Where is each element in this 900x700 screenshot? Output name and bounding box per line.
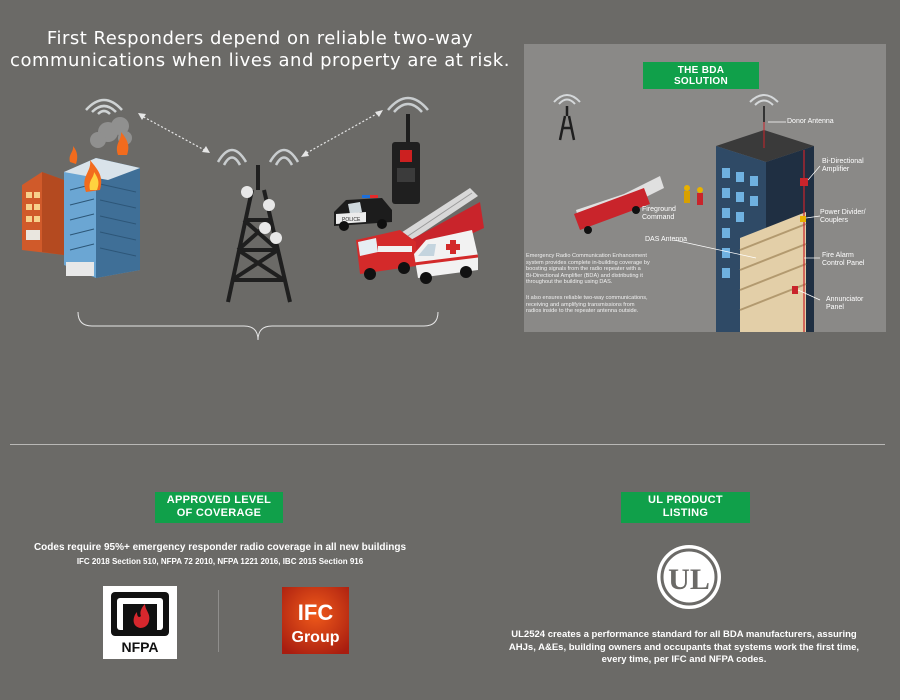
police-car-label: POLICE [342,217,361,223]
bda-desc1-line: throughout the building using DAS. [526,279,613,286]
donor-antenna-icon [749,94,779,122]
signal-arrows [139,111,381,156]
label-fireground-line-1: Fireground [642,206,676,213]
label-facp-line-1: Fire Alarm [822,252,854,259]
label-power-divider-couplers: Power Divider/ Couplers [820,209,866,225]
ul-tag-line-1: UL PRODUCT [648,494,723,506]
bda-desc2-line: receiving and amplifying transmissions f… [526,301,635,308]
ladder-truck-icon [390,188,484,264]
label-donor-antenna: Donor Antenna [787,118,834,125]
small-radio-tower-icon [553,94,581,141]
ul-description-line: every time, per IFC and NFPA codes. [601,654,767,665]
bda-desc2-line: It also ensures reliable two-way communi… [526,295,648,301]
label-bda-line-2: Amplifier [822,166,850,173]
label-das-antenna: DAS Antenna [645,236,688,243]
first-responder-scene-illustration: POLICE [22,96,484,341]
radio-tower-icon [216,148,300,303]
ul-description-line: AHJs, A&Es, building owners and occupant… [508,641,860,653]
bda-fire-truck-icon [574,176,664,234]
fire-engine-icon [356,230,416,280]
coverage-code-sections: IFC 2018 Section 510, NFPA 72 2010, NFPA… [76,557,364,566]
coverage-requirement-text: Codes require 95%+ emergency responder r… [33,542,407,553]
headline: First Responders depend on reliable two-… [0,28,520,72]
ambulance-icon [413,230,479,284]
fire-icon [69,132,129,192]
bda-building-illustration [553,94,821,332]
label-fireground-line-2: Command [642,214,675,221]
police-car-icon: POLICE [334,195,392,231]
bda-desc2-line: radios inside to the repeater antenna ou… [526,308,639,315]
coverage-tag-line-1: APPROVED LEVEL [166,494,272,506]
label-bda-line-1: Bi-Directional [822,158,864,165]
bda-title-line-1: THE BDA [677,65,725,76]
handheld-radio-icon [387,96,429,204]
nfpa-logo-text: NFPA [121,639,158,655]
bda-solution-tag: THE BDA SOLUTION [643,62,759,89]
nfpa-logo: NFPA [103,586,177,659]
bda-title-line-2: SOLUTION [673,76,729,87]
headline-line-2: communications when lives and property a… [10,50,510,71]
bda-solution-panel [524,44,886,332]
label-fireground-command: Fireground Command [642,206,676,222]
ifc-group-logo: IFC Group [282,587,349,654]
label-bi-directional-amplifier: Bi-Directional Amplifier [822,158,864,174]
label-fire-alarm-control-panel: Fire Alarm Control Panel [822,252,864,268]
bda-description-2: It also ensures reliable two-way communi… [526,295,696,315]
logo-divider [218,590,219,652]
building-signal-icon [85,98,123,115]
bda-description-1: Emergency Radio Communication Enhancemen… [526,253,696,286]
cutaway-building-icon [716,122,814,332]
label-pdc-line-2: Couplers [820,217,849,224]
label-annunciator-line-2: Panel [826,304,844,311]
ifc-logo-text: IFC [298,600,334,625]
ul-listing-tag: UL PRODUCT LISTING [621,492,750,523]
ul-description-line: UL2524 creates a performance standard fo… [511,629,857,640]
ifc-logo-group-text: Group [292,629,340,646]
ul-logo: UL [655,543,723,611]
label-pdc-line-1: Power Divider/ [820,209,866,216]
firefighters-icon [684,185,703,205]
bracket-divider [77,311,439,341]
bda-desc1-line: system provides complete in-building cov… [526,259,650,266]
bda-desc1-line: Bi-Directional Amplifier (BDA) and distr… [526,272,643,279]
label-annunciator-panel: Annunciator Panel [826,296,863,312]
ul-description: UL2524 creates a performance standard fo… [505,629,863,667]
bda-desc1-line: Emergency Radio Communication Enhancemen… [526,253,647,259]
burning-building-icon [22,158,140,278]
coverage-requirements: Codes require 95%+ emergency responder r… [0,542,440,566]
approved-coverage-tag: APPROVED LEVEL OF COVERAGE [155,492,283,523]
ul-logo-text: UL [668,563,710,596]
label-annunciator-line-1: Annunciator [826,296,864,303]
section-divider [10,444,885,445]
headline-line-1: First Responders depend on reliable two-… [46,28,474,49]
coverage-tag-line-2: OF COVERAGE [176,507,262,519]
label-facp-line-2: Control Panel [822,260,865,267]
ul-tag-line-2: LISTING [662,507,709,519]
bda-desc1-line: boosting signals from the radio repeater… [526,266,641,273]
